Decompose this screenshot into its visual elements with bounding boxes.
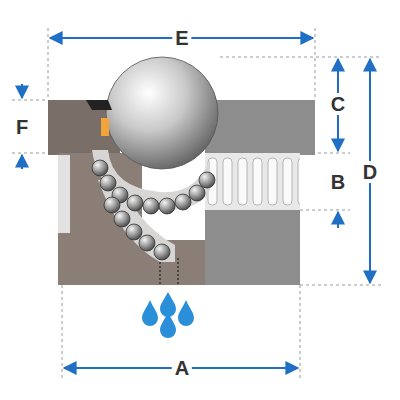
small-balls (92, 160, 215, 260)
dimension-label: E (172, 27, 191, 49)
main-ball (106, 57, 218, 169)
extension-lines (12, 28, 382, 378)
dimension-label: D (360, 161, 380, 183)
dimension-label: C (328, 93, 348, 115)
dimension-label: A (172, 357, 192, 379)
seal (86, 100, 112, 110)
seal-ring (101, 118, 109, 136)
dimension-arrows (22, 38, 370, 368)
water-drops (142, 292, 194, 338)
dimension-label: B (328, 171, 348, 193)
dimension-label: F (13, 116, 31, 138)
